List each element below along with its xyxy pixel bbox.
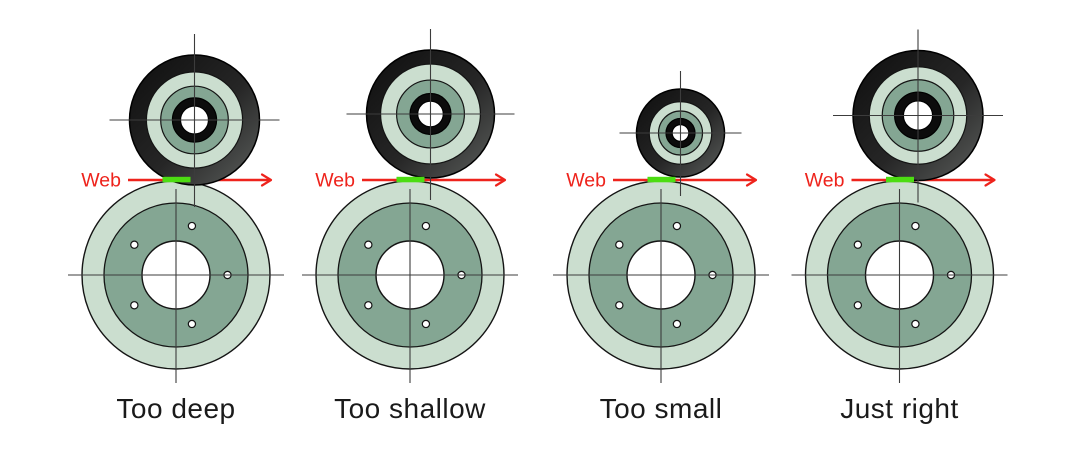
panel-caption: Just right (840, 393, 959, 424)
panel-caption: Too deep (116, 393, 235, 424)
bolt-hole (672, 319, 682, 329)
bolt-hole (187, 319, 197, 329)
web-arrowhead-icon (745, 173, 758, 187)
bolt-hole (911, 221, 920, 231)
contact-highlight (162, 176, 191, 183)
bolt-hole (364, 240, 373, 249)
web-label: Web (315, 170, 355, 192)
bolt-hole (130, 301, 139, 310)
panel-caption: Too small (600, 393, 723, 424)
web-label: Web (566, 170, 606, 192)
bolt-hole (672, 221, 682, 231)
bolt-hole (187, 221, 197, 231)
bolt-hole (911, 319, 920, 329)
contact-highlight (396, 176, 425, 183)
bolt-hole (421, 221, 431, 231)
bolt-hole (421, 319, 431, 329)
web-label: Web (805, 170, 845, 192)
bolt-hole (853, 240, 863, 249)
web-arrowhead-icon (984, 173, 996, 187)
web-label: Web (81, 170, 121, 192)
bolt-hole (615, 240, 624, 249)
web-arrowhead-icon (494, 173, 507, 187)
contact-highlight (647, 176, 676, 183)
bolt-hole (615, 301, 624, 310)
bolt-hole (853, 301, 863, 310)
bolt-hole (130, 240, 139, 249)
bolt-hole (364, 301, 373, 310)
web-arrowhead-icon (260, 173, 273, 187)
contact-highlight (886, 176, 914, 183)
panel-caption: Too shallow (334, 393, 486, 424)
